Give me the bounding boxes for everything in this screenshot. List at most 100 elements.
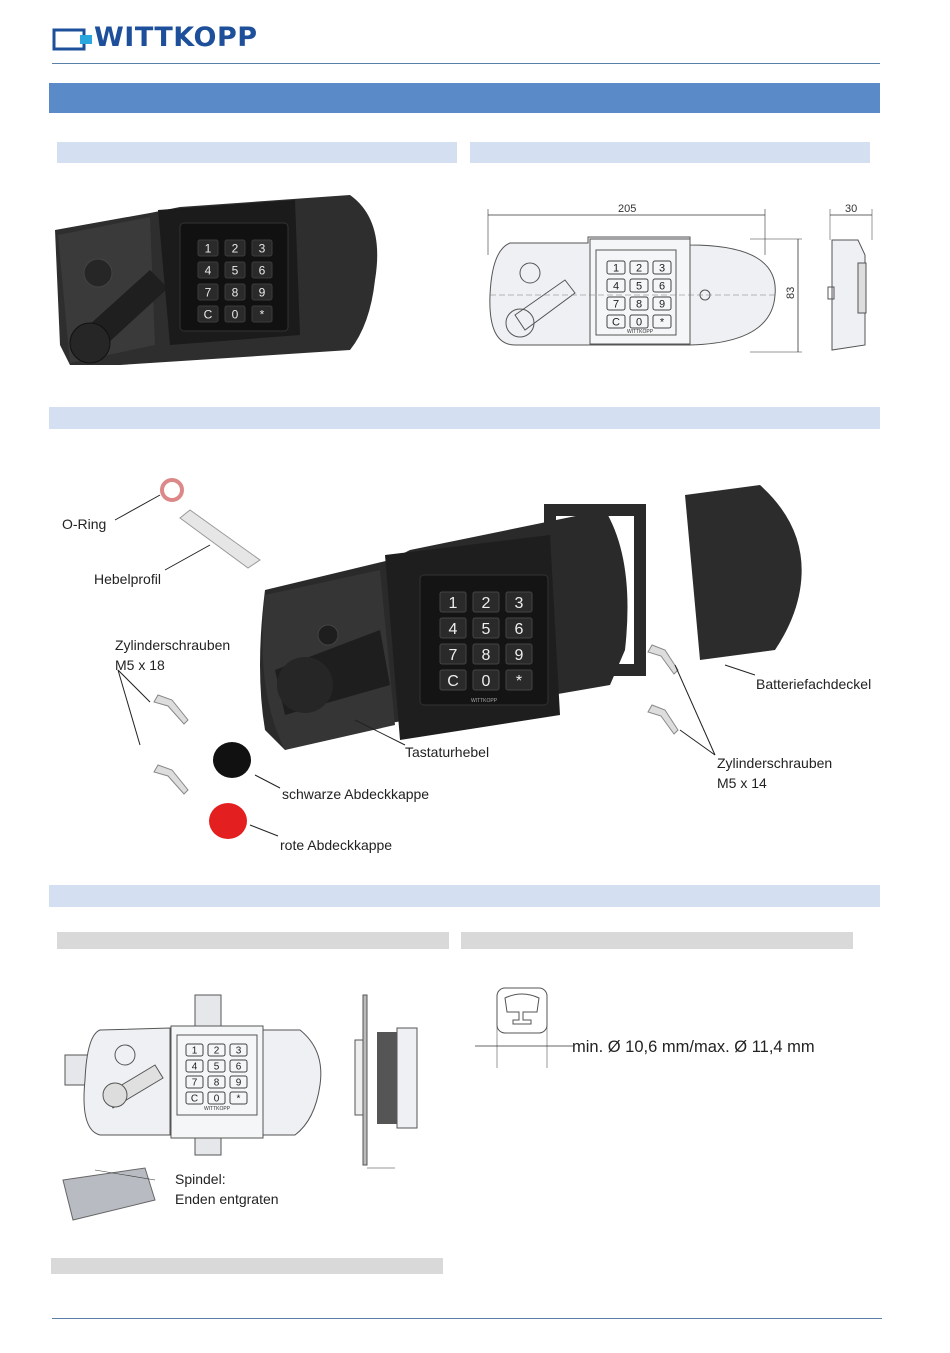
keypad-key xyxy=(629,260,649,275)
keypad-key xyxy=(439,643,467,665)
subsection-band-right xyxy=(470,142,870,163)
keypad-key-label: 1 xyxy=(613,262,619,274)
keypad-key xyxy=(606,260,626,275)
keypad-key-label: 6 xyxy=(259,263,266,277)
keypad-key xyxy=(652,314,672,329)
keypad-key xyxy=(629,296,649,311)
keypad-key xyxy=(472,591,500,613)
label-screws-long-2: M5 x 18 xyxy=(115,657,165,673)
spindle-diameter-drawing xyxy=(475,987,573,1068)
keypad-key-label: 8 xyxy=(482,647,491,664)
keypad-key-label: * xyxy=(516,673,522,690)
label-screws-long-1: Zylinderschrauben xyxy=(115,637,231,653)
keypad-key-label: 2 xyxy=(232,241,239,255)
keypad-key xyxy=(629,314,649,329)
keypad-key-label: 4 xyxy=(613,280,619,292)
keypad-key xyxy=(229,1043,248,1057)
keypad-key xyxy=(185,1075,204,1089)
keypad-key-label: 0 xyxy=(482,673,491,690)
keypad-key xyxy=(472,669,500,691)
keypad-key-label: 8 xyxy=(232,285,239,299)
keypad-key xyxy=(185,1043,204,1057)
keypad-key xyxy=(185,1059,204,1073)
keypad-key-label: 8 xyxy=(636,298,642,310)
keypad-key xyxy=(224,239,246,257)
footer-rule xyxy=(52,1318,882,1319)
section-band-mounting xyxy=(49,885,880,907)
label-diameter: min. Ø 10,6 mm/max. Ø 11,4 mm xyxy=(572,1038,815,1056)
keypad-key xyxy=(606,314,626,329)
keypad-key-label: 7 xyxy=(192,1078,198,1089)
keypad-key xyxy=(224,305,246,323)
keypad-key xyxy=(207,1075,226,1089)
keypad-key xyxy=(229,1075,248,1089)
dim-depth: 30 xyxy=(845,203,857,215)
keypad-key xyxy=(224,261,246,279)
section-header-band xyxy=(49,83,880,113)
keypad-key xyxy=(197,261,219,279)
keypad-key-label: C xyxy=(447,673,459,690)
keypad-key xyxy=(652,278,672,293)
keypad-key-label: C xyxy=(191,1094,198,1105)
keypad-key-label: 6 xyxy=(515,621,524,638)
keypad-key-label: 4 xyxy=(449,621,458,638)
o-ring-icon xyxy=(160,478,184,502)
keypad-key xyxy=(197,305,219,323)
keypad-key-label: 0 xyxy=(214,1094,220,1105)
keypad-key-label: 7 xyxy=(449,647,458,664)
keypad-key-label: * xyxy=(660,316,665,328)
keypad-key-label: 6 xyxy=(659,280,665,292)
lever-profile-icon xyxy=(179,509,261,569)
keypad-key-label: * xyxy=(237,1094,241,1105)
keypad-key xyxy=(229,1059,248,1073)
keypad-key xyxy=(652,260,672,275)
label-black-cap: schwarze Abdeckkappe xyxy=(282,786,430,802)
keypad-badge: WITTKOPP xyxy=(204,1106,231,1112)
keypad-key xyxy=(439,591,467,613)
keypad-key-label: 5 xyxy=(636,280,642,292)
keypad-key xyxy=(185,1091,204,1105)
header-rule xyxy=(52,63,880,64)
keypad-key-label: C xyxy=(204,307,213,321)
keypad-key-label: 5 xyxy=(482,621,491,638)
keypad-key-label: 9 xyxy=(659,298,665,310)
subsection-band-gray-left xyxy=(57,932,449,949)
keypad-key xyxy=(472,617,500,639)
keypad-key-label: 8 xyxy=(214,1078,220,1089)
keypad-key xyxy=(439,617,467,639)
keypad-key-label: 2 xyxy=(214,1046,220,1057)
section-band-exploded xyxy=(49,407,880,429)
keypad-key-label: 2 xyxy=(636,262,642,274)
logo-mark-icon xyxy=(52,28,92,51)
keypad-key-label: 9 xyxy=(236,1078,242,1089)
keypad-key-label: 4 xyxy=(205,263,212,277)
keypad-badge: WITTKOPP xyxy=(627,329,654,335)
keypad-key xyxy=(629,278,649,293)
keypad-key xyxy=(229,1091,248,1105)
keypad-key xyxy=(505,591,533,613)
keypad-key xyxy=(207,1043,226,1057)
label-o-ring: O-Ring xyxy=(62,516,107,532)
spindle-icon xyxy=(62,1167,156,1221)
subsection-band-left xyxy=(57,142,457,163)
keypad-key-label: 1 xyxy=(192,1046,198,1057)
label-screws-short-1: Zylinderschrauben xyxy=(717,755,833,771)
keypad-key-label: 3 xyxy=(659,262,665,274)
keypad-key-label: C xyxy=(612,316,620,328)
keypad-key xyxy=(251,283,273,301)
subsection-band-gray-bottom xyxy=(51,1258,443,1274)
battery-cover-icon xyxy=(685,485,802,660)
keypad-key-label: 3 xyxy=(259,241,266,255)
brand-name: WITTKOPP xyxy=(94,22,258,53)
keypad-key-label: 6 xyxy=(236,1062,242,1073)
keypad-key xyxy=(224,283,246,301)
label-lever-profile: Hebelprofil xyxy=(94,571,161,587)
keypad-key xyxy=(251,239,273,257)
